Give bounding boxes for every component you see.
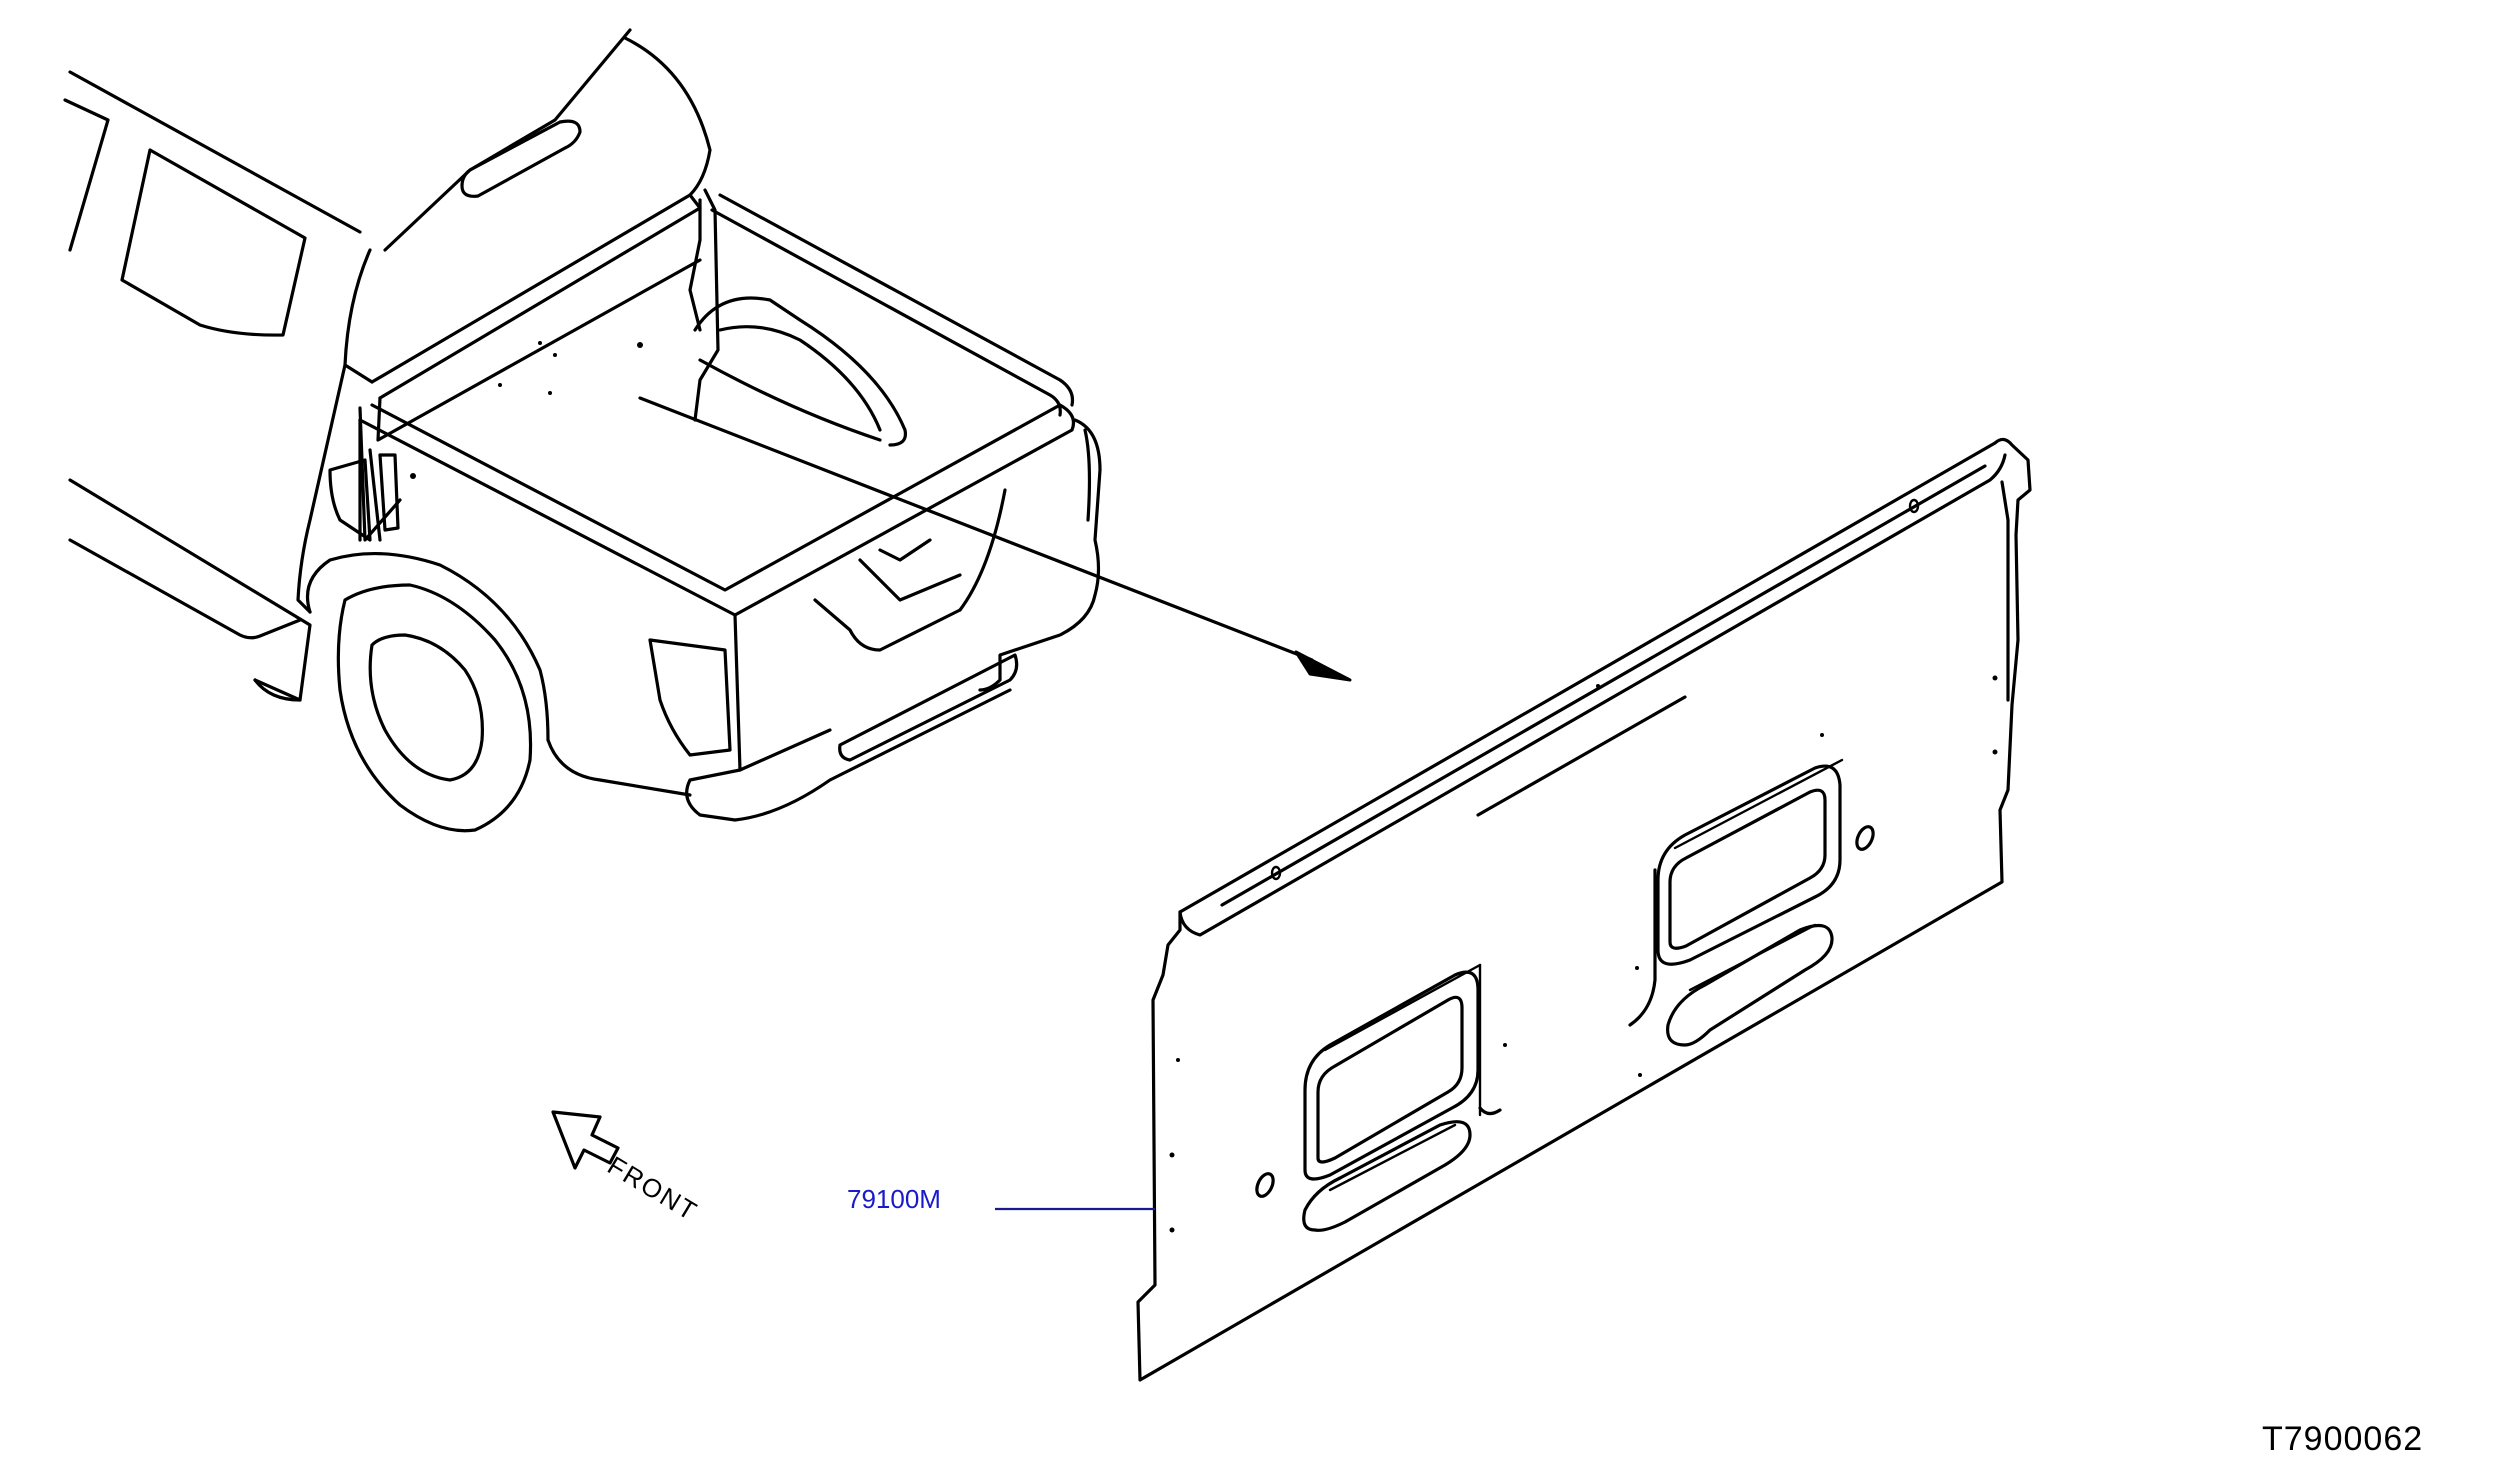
rear-panel-79100M [1136,437,2032,1382]
truck-illustration [63,28,1102,833]
drawing-id-label: T7900062 [2262,1420,2424,1458]
part-number-callout[interactable]: 79100M [847,1184,941,1214]
detail-pointer-arrow [638,396,1352,682]
hollow-arrow-icon [551,1110,620,1170]
